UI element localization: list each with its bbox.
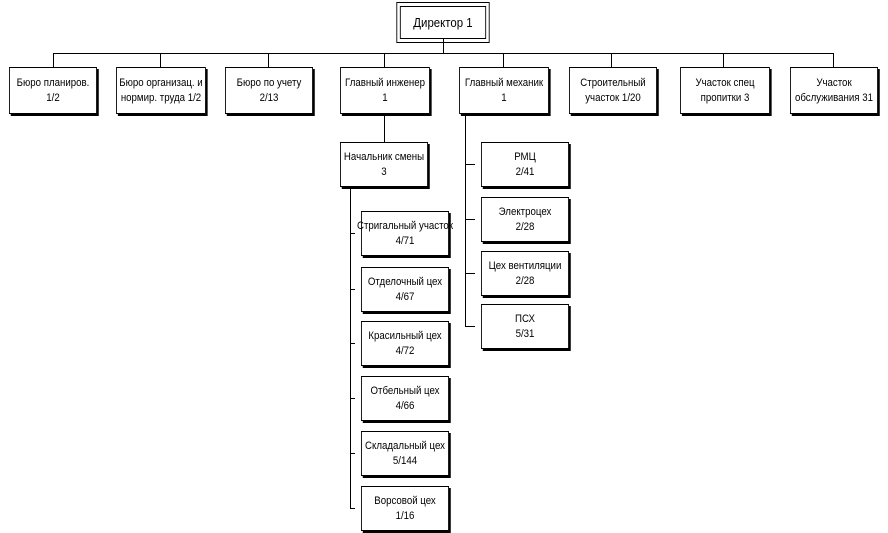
mech-unit-name: Электроцех [498,205,552,218]
workshop-name: Красильный цех [368,329,442,342]
workshop-folding: Складальный цех 5/144 [361,431,449,476]
dept-staff: 1 [382,91,388,104]
dept-name: Главный инженер [345,76,425,89]
mech-unit-staff: 2/28 [515,274,535,287]
mech-unit-name: РМЦ [514,150,536,163]
workshop-staff: 4/72 [395,344,415,357]
dept-name: Главный механик [464,76,544,89]
mech-unit-staff: 2/28 [515,220,535,233]
dept-staff: пропитки 3 [700,91,750,104]
director-label: Директор 1 [413,15,473,30]
dept-name: Бюро организац. и [119,76,203,89]
dept-staff: 1/2 [46,91,60,104]
workshop-name: Отбельный цех [370,384,440,397]
dept-accounting-bureau: Бюро по учету 2/13 [225,67,313,114]
dept-construction-site: Строительный участок 1/20 [569,67,657,114]
workshop-napping: Ворсовой цех 1/16 [361,486,449,531]
shift-head-name: Начальник смены [343,150,425,163]
dept-name: Участок [816,76,852,89]
workshop-staff: 4/67 [395,290,415,303]
dept-service-site: Участок обслуживания 31 [790,67,878,114]
dept-name: Бюро по учету [236,76,302,89]
shift-head-staff: 3 [381,165,387,178]
dept-impregnation-site: Участок спец пропитки 3 [680,67,770,114]
shift-head-box: Начальник смены 3 [340,142,428,187]
dept-staff: 2/13 [259,91,279,104]
workshop-name: Складальный цех [365,439,445,452]
mech-electrical-shop: Электроцех 2/28 [481,197,569,242]
dept-staff: обслуживания 31 [794,91,874,104]
director-box: Директор 1 [396,2,490,43]
workshop-staff: 4/66 [395,399,415,412]
workshop-name: Отделочный цех [367,275,443,288]
dept-staff: 1 [501,91,507,104]
workshop-staff: 4/71 [395,234,415,247]
workshop-staff: 1/16 [395,509,415,522]
mech-unit-name: ПСХ [515,312,535,325]
workshop-finishing: Отделочный цех 4/67 [361,267,449,312]
mech-repair-shop: РМЦ 2/41 [481,142,569,187]
dept-name: Строительный [580,76,646,89]
workshop-shearing-site: Стригальный участок 4/71 [357,211,453,256]
workshop-bleaching: Отбельный цех 4/66 [361,376,449,421]
dept-chief-engineer: Главный инженер 1 [340,67,430,114]
dept-staff: нормир. труда 1/2 [120,91,202,104]
workshop-name: Стригальный участок [356,219,454,232]
dept-name: Участок спец [695,76,755,89]
dept-labor-organization-bureau: Бюро организац. и нормир. труда 1/2 [116,67,206,114]
workshop-name: Ворсовой цех [374,494,436,507]
dept-chief-mechanic: Главный механик 1 [459,67,549,114]
dept-planning-bureau: Бюро планиров. 1/2 [9,67,97,114]
mech-unit-staff: 2/41 [515,165,535,178]
mech-unit-name: Цех вентиляции [488,259,562,272]
mech-ventilation-shop: Цех вентиляции 2/28 [481,251,569,296]
workshop-dyeing: Красильный цех 4/72 [361,321,449,366]
dept-name: Бюро планиров. [16,76,90,89]
dept-staff: участок 1/20 [585,91,641,104]
workshop-staff: 5/144 [392,454,418,467]
mech-unit-staff: 5/31 [515,327,535,340]
mech-psh: ПСХ 5/31 [481,304,569,349]
